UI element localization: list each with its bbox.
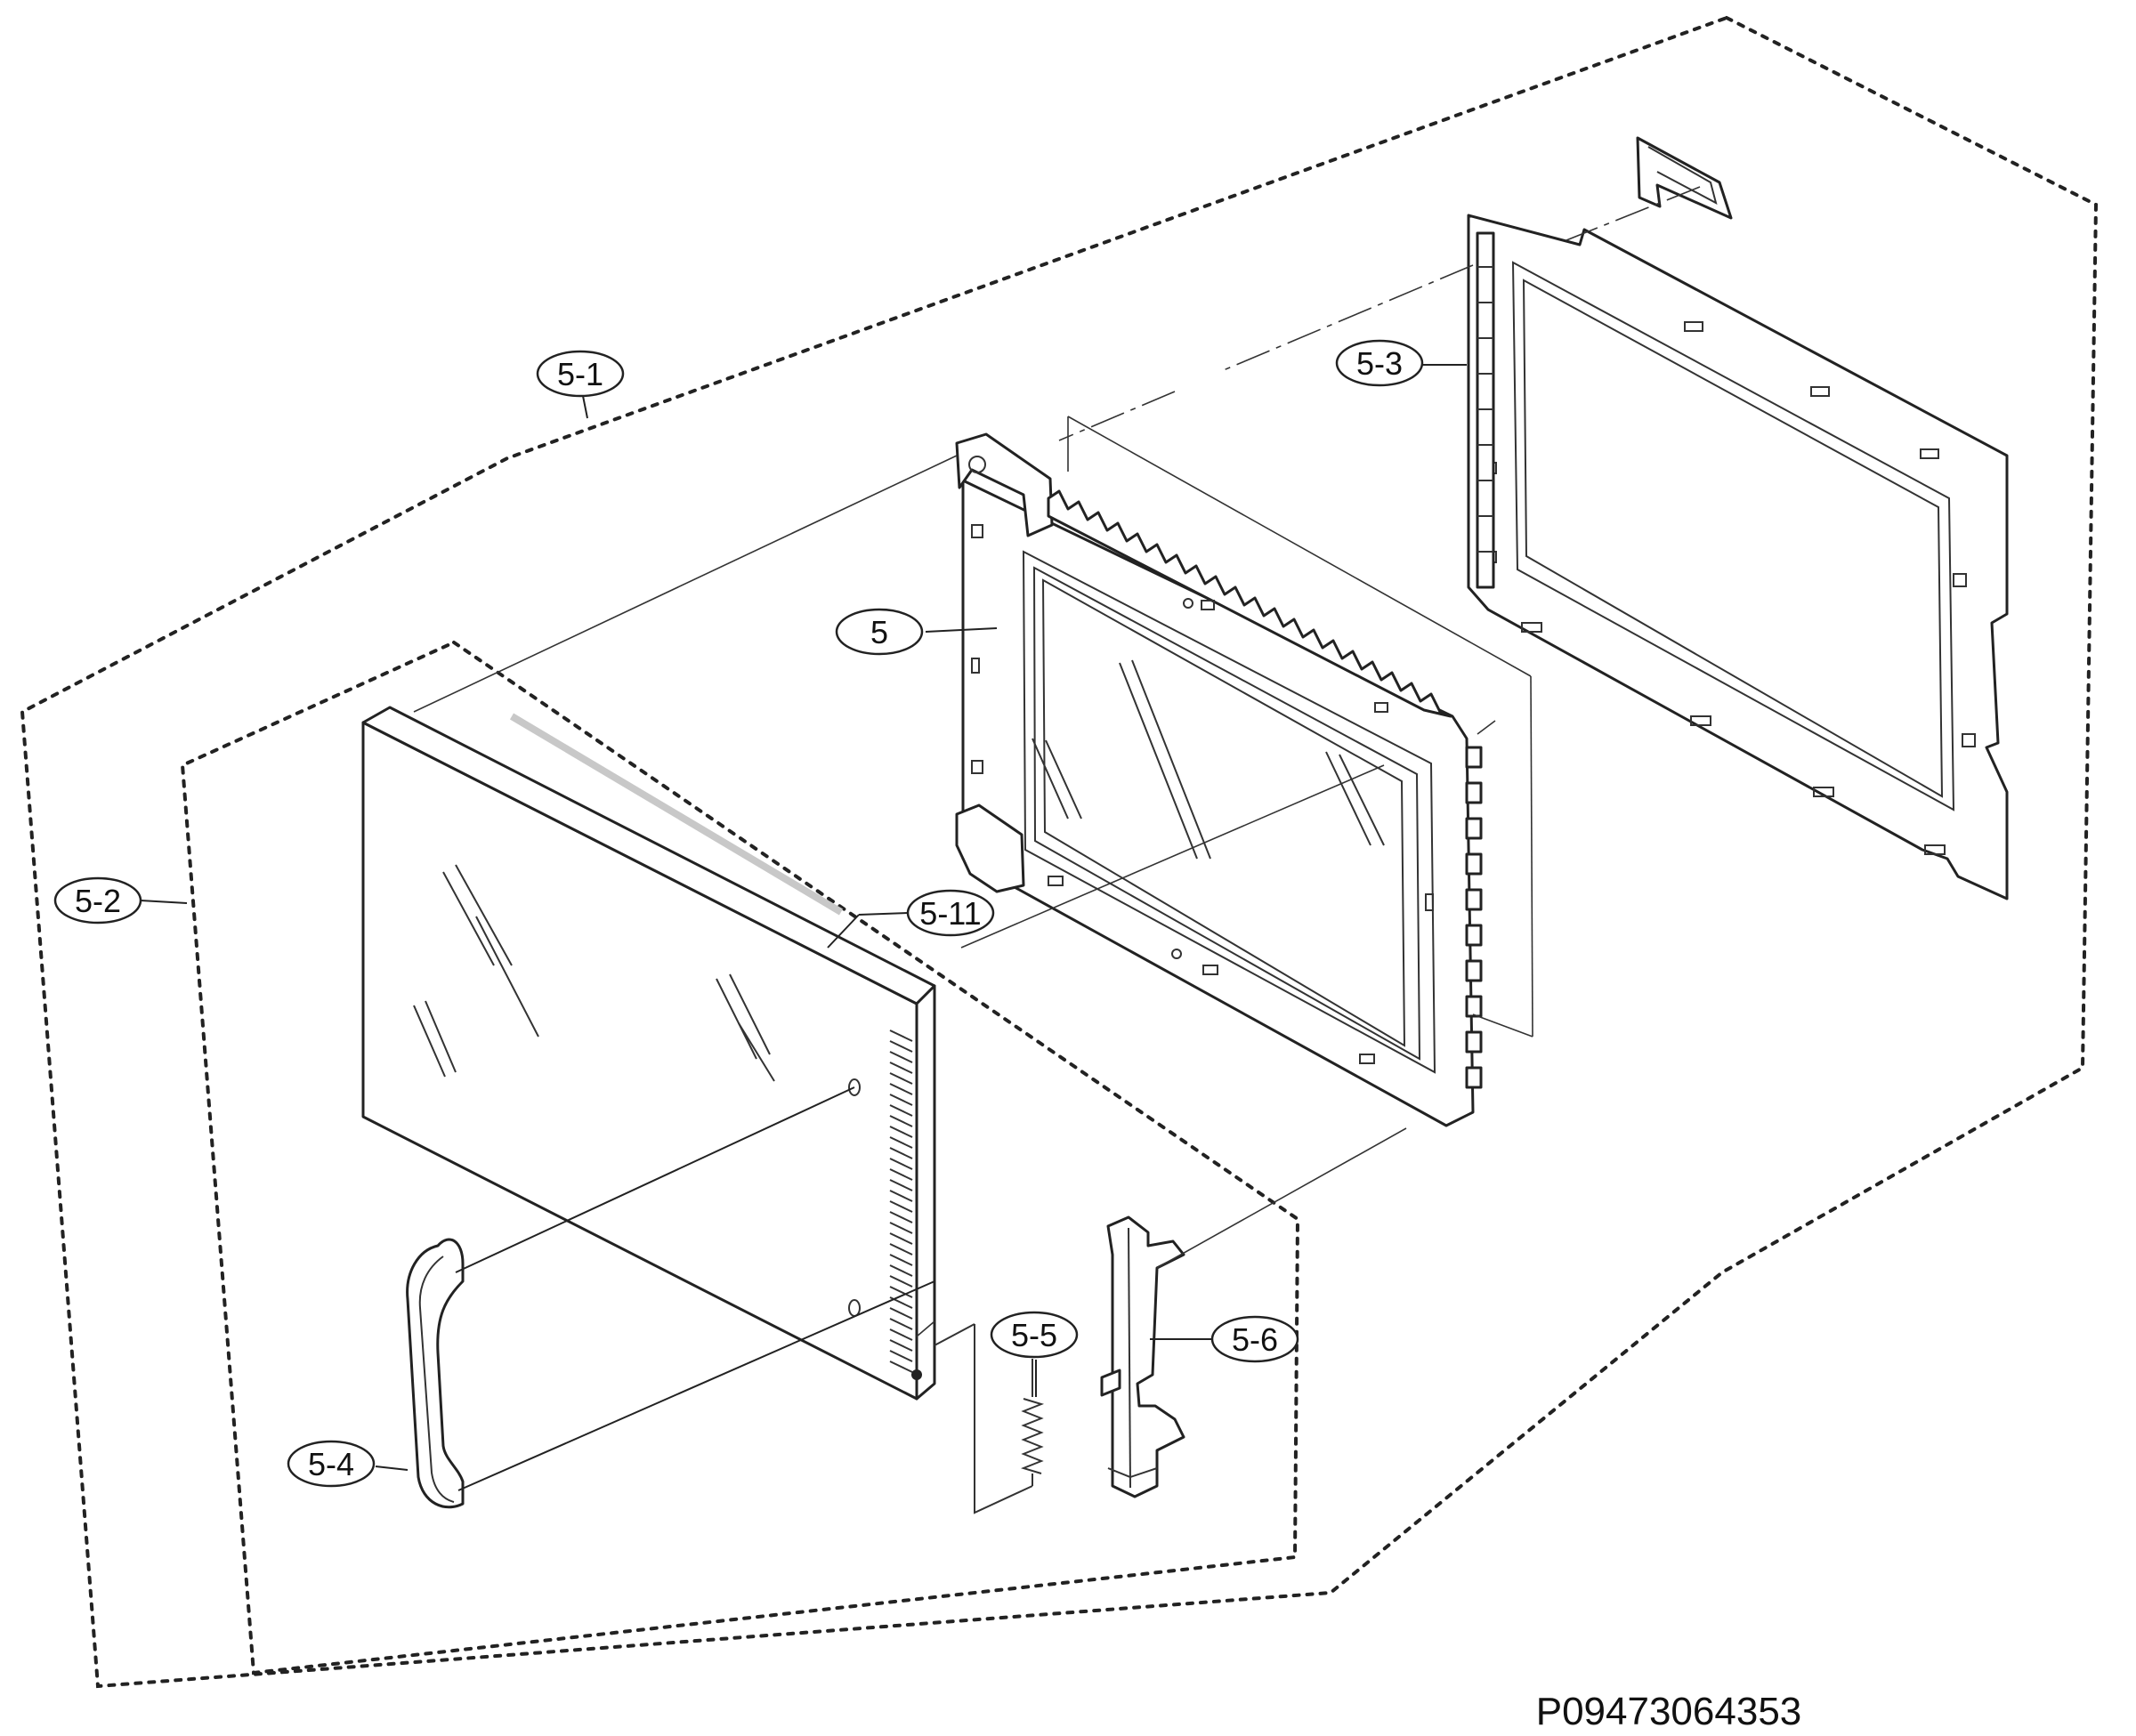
svg-text:5-3: 5-3 <box>1356 345 1403 382</box>
callout-5-11: 5-11 <box>906 889 995 937</box>
door-latch-part <box>1100 1215 1185 1498</box>
callout-5-5: 5-5 <box>990 1311 1079 1359</box>
part-code: P09473064353 <box>1536 1690 1802 1733</box>
svg-text:5-6: 5-6 <box>1232 1321 1278 1358</box>
extension-lines <box>413 186 1701 1491</box>
svg-text:5-5: 5-5 <box>1011 1317 1057 1353</box>
callout-5-3: 5-3 <box>1335 339 1424 387</box>
callout-5-2: 5-2 <box>53 876 142 925</box>
door-spring-part <box>934 1323 1045 1514</box>
callout-5-1: 5-1 <box>536 350 625 398</box>
svg-text:5-11: 5-11 <box>919 895 981 932</box>
door-main-frame-part <box>955 432 1483 1127</box>
door-handle-part <box>406 1238 465 1509</box>
callout-5-4: 5-4 <box>287 1440 376 1488</box>
assembly-boundary-5-2 <box>180 640 1300 1675</box>
door-front-panel-part <box>361 706 936 1401</box>
svg-text:5: 5 <box>870 614 888 650</box>
callout-5: 5 <box>835 608 924 656</box>
callout-5-6: 5-6 <box>1210 1315 1299 1363</box>
svg-text:5-2: 5-2 <box>75 883 121 919</box>
choke-cover-part <box>1467 214 2009 900</box>
svg-text:5-1: 5-1 <box>557 356 603 392</box>
choke-clip-part <box>1636 136 1733 220</box>
svg-text:5-4: 5-4 <box>308 1446 354 1482</box>
callout-leaders <box>140 364 1467 1471</box>
